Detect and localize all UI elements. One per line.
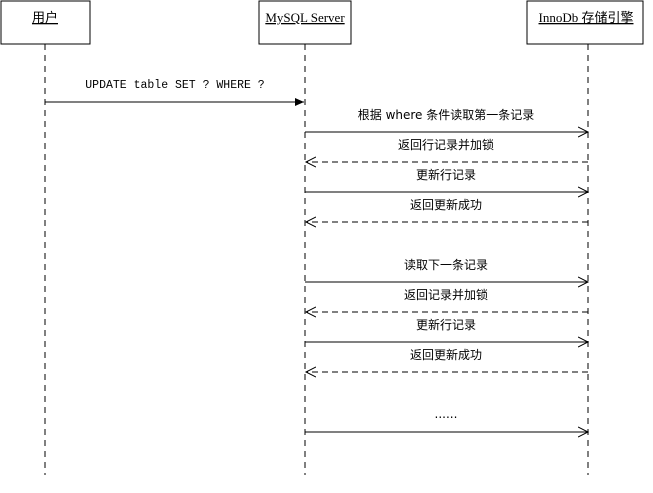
message-0: UPDATE table SET ? WHERE ?	[45, 79, 304, 106]
message-2-label: 返回行记录并加锁	[398, 137, 494, 152]
participant-innodb-box	[526, 0, 644, 45]
message-0-label: UPDATE table SET ? WHERE ?	[85, 79, 265, 92]
message-3: 更新行记录	[305, 167, 588, 192]
participant-user-box	[0, 0, 91, 45]
message-6-label: 返回记录并加锁	[404, 287, 488, 302]
message-7-label: 更新行记录	[416, 317, 476, 332]
participant-user: 用户	[0, 0, 91, 475]
message-4: 返回更新成功	[306, 197, 588, 222]
message-1-label: 根据 where 条件读取第一条记录	[358, 108, 535, 122]
participant-server-label: MySQL Server	[265, 10, 345, 25]
message-8: 返回更新成功	[306, 347, 588, 372]
message-2: 返回行记录并加锁	[306, 137, 588, 162]
participant-innodb-label: InnoDb 存储引擎	[539, 10, 634, 25]
message-6: 返回记录并加锁	[306, 287, 588, 312]
message-8-label: 返回更新成功	[410, 347, 482, 362]
message-9-label: ......	[435, 407, 458, 421]
message-5: 读取下一条记录	[305, 258, 588, 282]
message-1: 根据 where 条件读取第一条记录	[305, 108, 588, 132]
message-3-label: 更新行记录	[416, 167, 476, 182]
participant-server: MySQL Server	[258, 0, 352, 475]
message-9: ......	[305, 407, 588, 432]
participant-user-label: 用户	[32, 10, 58, 25]
message-7: 更新行记录	[305, 317, 588, 342]
message-4-label: 返回更新成功	[410, 197, 482, 212]
participant-server-box	[258, 0, 352, 45]
participant-innodb: InnoDb 存储引擎	[526, 0, 644, 475]
message-5-label: 读取下一条记录	[404, 258, 488, 272]
